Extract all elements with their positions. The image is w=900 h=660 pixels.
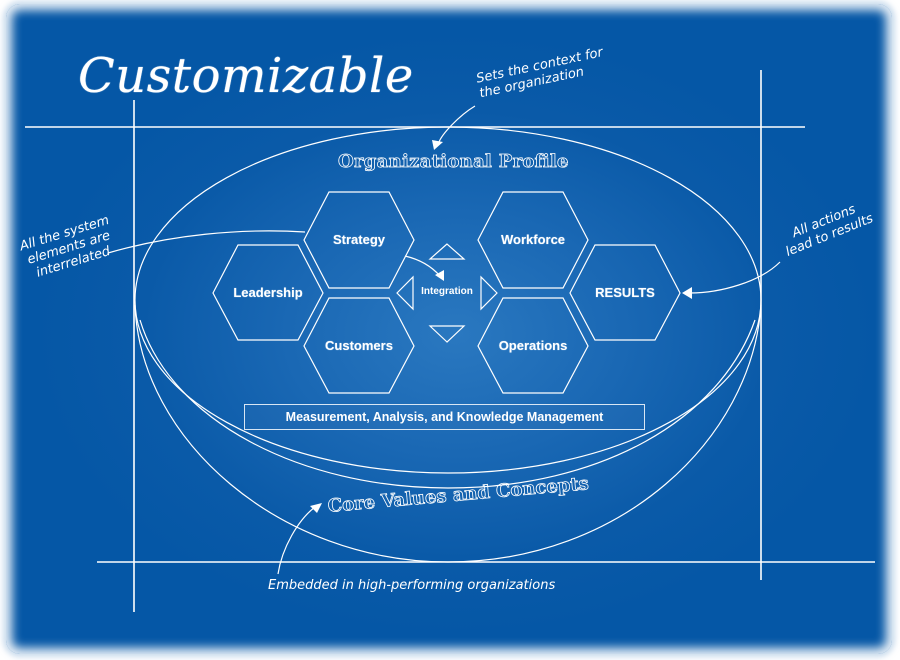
interrelated-connector	[107, 230, 306, 254]
hex-label-leadership: Leadership	[233, 285, 303, 300]
hex-label-strategy: Strategy	[332, 232, 386, 247]
embedded-arrowhead	[310, 503, 322, 513]
hex-leadership	[212, 244, 324, 341]
inner-arc	[139, 319, 756, 489]
page-title: Customizable	[78, 48, 414, 104]
integration-arrow-up	[428, 243, 466, 260]
context-connector	[437, 105, 476, 146]
core-values-arc	[134, 304, 762, 563]
strategy-integration-arrowhead	[435, 270, 444, 281]
integration-label: Integration	[421, 286, 473, 297]
embedded-connector	[277, 506, 316, 575]
hex-results	[569, 244, 681, 341]
organizational-profile-ellipse	[134, 126, 762, 474]
integration-arrow-right	[480, 275, 498, 311]
hex-label-workforce: Workforce	[500, 232, 566, 247]
blueprint-board	[6, 4, 892, 654]
hex-workforce	[477, 191, 589, 289]
hex-strategy	[303, 191, 415, 289]
annotation-embedded: Embedded in high-performing organization…	[268, 578, 556, 593]
integration-arrow-down	[428, 325, 466, 343]
hex-customers	[303, 297, 415, 394]
measurement-analysis-box: Measurement, Analysis, and Knowledge Man…	[244, 404, 645, 430]
integration-arrow-left	[396, 275, 414, 311]
hex-operations	[477, 297, 589, 394]
results-arrowhead	[682, 287, 692, 299]
hex-label-results: RESULTS	[595, 285, 655, 300]
context-arrowhead	[432, 140, 443, 150]
hex-label-customers: Customers	[325, 338, 393, 353]
organizational-profile-label: Organizational Profile	[338, 151, 569, 173]
hex-label-operations: Operations	[498, 338, 568, 353]
results-connector	[689, 261, 781, 294]
